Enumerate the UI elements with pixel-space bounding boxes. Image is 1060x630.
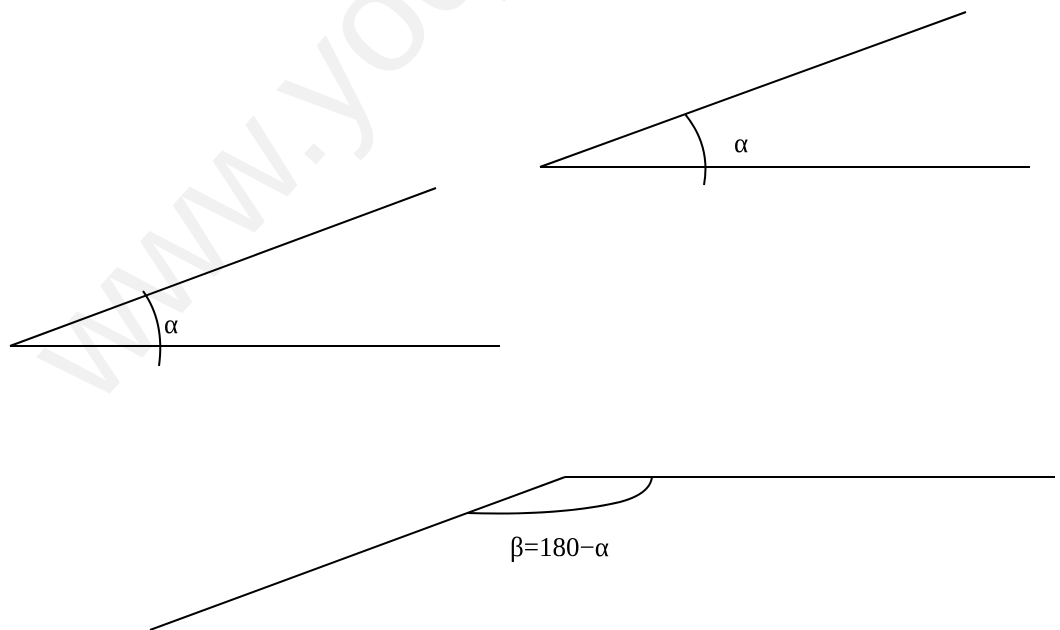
middle-left-angle-label: α xyxy=(164,309,178,339)
figure-bottom-supplementary-angle: β=180−α xyxy=(149,476,1055,630)
middle-left-inclined-ray xyxy=(9,187,437,347)
top-right-angle-label: α xyxy=(734,128,748,158)
top-right-angle-arc xyxy=(684,113,707,186)
top-right-inclined-ray xyxy=(539,11,967,168)
figure-middle-left-angle: α xyxy=(9,187,500,367)
bottom-angle-arc xyxy=(466,476,653,515)
bottom-angle-label: β=180−α xyxy=(510,532,609,562)
middle-left-angle-arc xyxy=(142,290,162,367)
watermark-text: www.yoquie xyxy=(0,0,654,432)
bottom-inclined-ray xyxy=(149,476,566,630)
figure-top-right-angle: α xyxy=(539,11,1030,186)
